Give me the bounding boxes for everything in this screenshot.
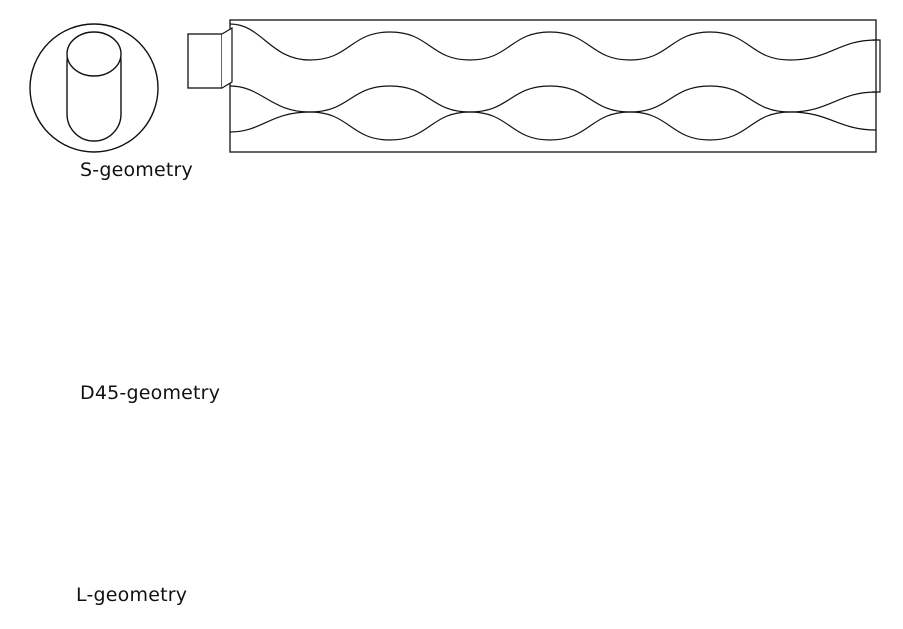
s-cavity-lower-edge <box>229 111 877 141</box>
s-rotor-lower-edge <box>229 85 877 113</box>
s-cross-section <box>29 23 159 153</box>
s-geometry-panel <box>29 19 881 153</box>
s-geometry-label: S-geometry <box>80 159 193 181</box>
s-rotor-upper-edge <box>229 23 877 61</box>
s-longitudinal-section <box>187 19 881 153</box>
s-shaft-joint <box>221 26 233 89</box>
s-rotor-end-cap <box>872 39 881 93</box>
l-geometry-label: L-geometry <box>76 584 188 606</box>
s-drive-shaft <box>187 33 223 89</box>
d45-geometry-label: D45-geometry <box>80 382 221 404</box>
s-cross-section-rotor-end <box>66 31 122 77</box>
